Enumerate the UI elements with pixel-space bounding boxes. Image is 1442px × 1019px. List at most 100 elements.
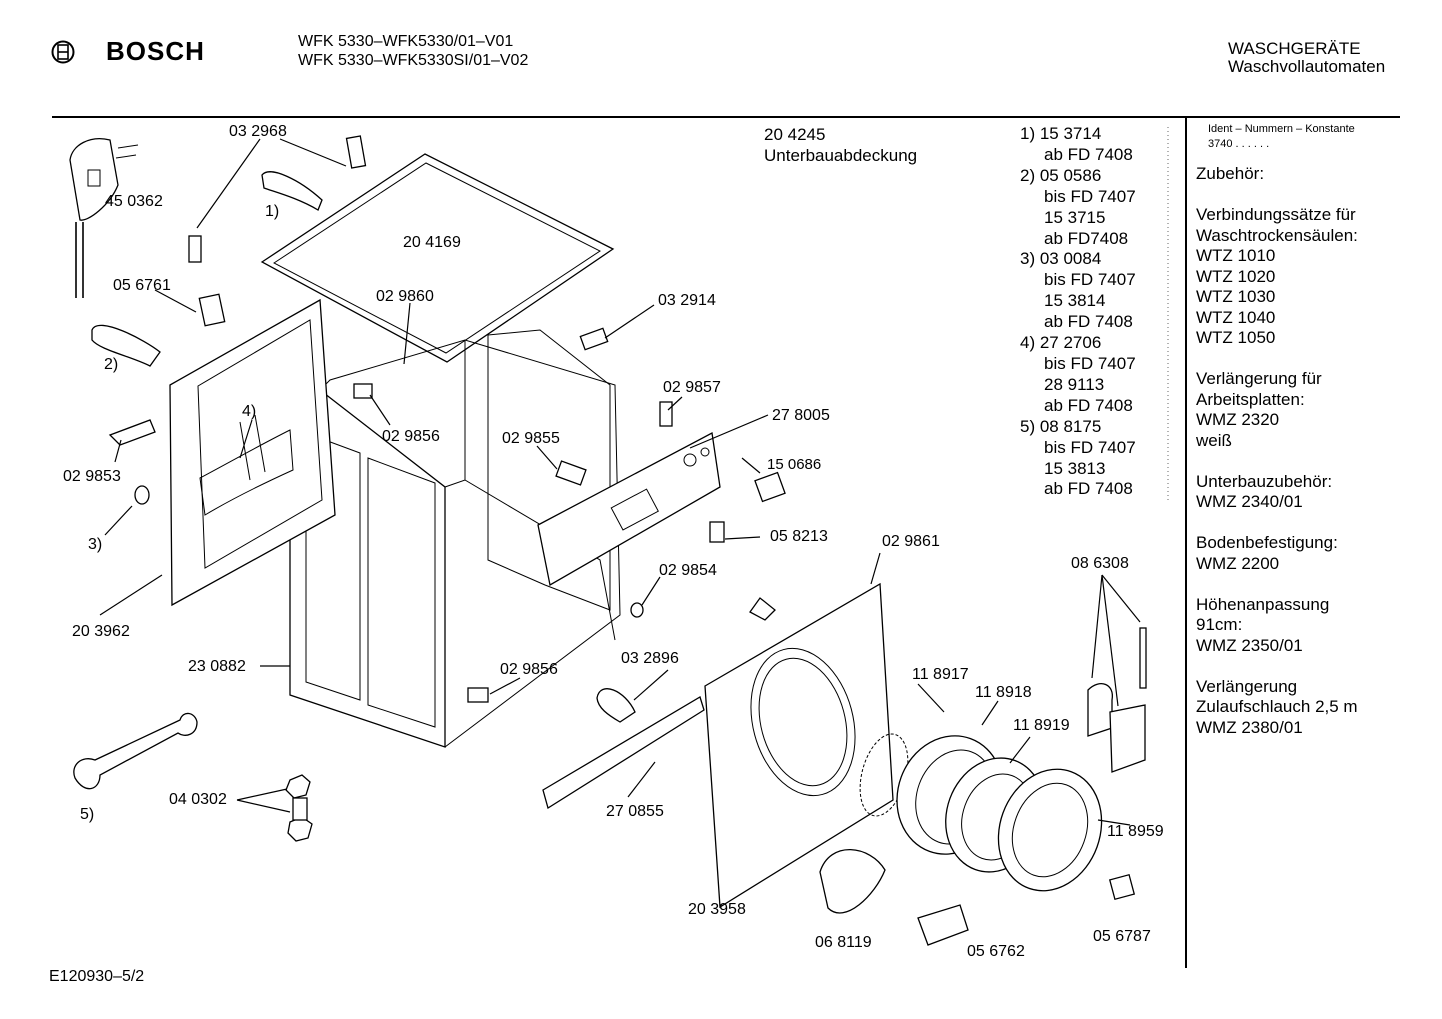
accessory-line [1196,451,1358,472]
leader-lines [99,138,1141,826]
part-label-203962: 20 3962 [72,623,130,640]
accessory-line: Unterbauzubehör: [1196,471,1333,491]
category-title: WASCHGERÄTE [1228,39,1361,58]
part-label-029861: 02 9861 [882,533,940,550]
spanner-wrench [73,712,198,790]
accessory-line [1196,656,1358,677]
accessory-line: WMZ 2340/01 [1196,492,1303,511]
part-label-056787: 05 6787 [1093,928,1151,945]
small-parts [91,135,1147,946]
category-subtitle: Waschvollautomaten [1228,57,1386,76]
accessory-line: 91cm: [1196,615,1243,634]
footnote-ref-3: 3) [88,536,103,553]
accessory-line: weiß [1196,430,1232,450]
part-label-029857: 02 9857 [663,379,721,396]
part-label-032914: 03 2914 [658,292,716,309]
model-line-1: WFK 5330–WFK5330/01–V01 [298,33,514,50]
accessory-line [1196,513,1358,534]
part-label-118919: 11 8919 [1013,717,1070,734]
accessories-list: Zubehör: Verbindungssätze für Waschtrock… [1196,164,1358,738]
footnote-line: 5) 08 8175 [1020,416,1102,436]
part-label-270855: 27 0855 [606,803,664,820]
accessory-line: Verlängerung für [1196,369,1322,388]
accessory-line: WMZ 2320 [1196,410,1280,429]
part-label-118959: 11 8959 [1107,823,1164,840]
part-label-058213: 05 8213 [770,528,828,545]
accessory-line [1196,185,1358,206]
top-part-number: 20 4245 [764,125,826,144]
footnote-line: 2) 05 0586 [1020,165,1102,185]
accessory-line [1196,574,1358,595]
part-label-118917: 11 8917 [912,666,969,683]
footnote-line: 15 3813 [1044,458,1106,478]
part-label-150686: 15 0686 [767,456,822,473]
part-label-204169: 20 4169 [403,234,461,251]
front-panel-203958 [704,582,894,909]
accessory-line: WMZ 2380/01 [1196,717,1303,737]
plinth-strip-270855 [542,696,705,810]
footnote-ref-2: 2) [104,356,119,373]
footnote-line: 28 9113 [1044,374,1105,394]
part-label-278005: 27 8005 [772,407,830,424]
control-panel-rail-278005 [537,431,721,587]
accessory-line: Verlängerung [1196,676,1298,696]
part-label-032968: 03 2968 [229,123,287,140]
top-cover-204169 [260,153,615,363]
part-label-029856-upper: 02 9856 [382,428,440,445]
footnote-line: 15 3814 [1044,291,1106,311]
part-label-029854: 02 9854 [659,562,717,579]
part-label-040302: 04 0302 [169,791,227,808]
footnote-line: ab FD 7408 [1044,479,1133,499]
footnote-ref-1: 1) [265,203,280,220]
part-label-029853: 02 9853 [63,468,121,485]
part-label-029860: 02 9860 [376,288,434,305]
part-label-029856-lower: 02 9856 [500,661,558,678]
part-label-032896: 03 2896 [621,650,679,667]
accessory-line: WMZ 2200 [1196,553,1280,573]
part-label-203958: 20 3958 [688,901,746,918]
accessory-line [1196,349,1358,370]
part-label-068119: 06 8119 [815,934,872,951]
footnote-line: ab FD 7408 [1044,144,1133,164]
footnote-line: bis FD 7407 [1044,437,1136,457]
accessory-line: Verbindungssätze für [1196,205,1356,224]
power-plug-450362 [69,138,139,298]
accessory-line: Bodenbefestigung: [1196,533,1338,552]
accessory-line: WTZ 1010 [1196,246,1276,265]
footnote-line: 4) 27 2706 [1020,333,1102,353]
footnote-line: 1) 15 3714 [1020,124,1102,143]
part-label-230882: 23 0882 [188,658,246,675]
footnote-ref-4: 4) [242,403,257,420]
accessory-line: Waschtrockensäulen: [1196,225,1358,245]
part-label-056761: 05 6761 [113,277,171,294]
part-label-029855: 02 9855 [502,430,560,447]
accessory-line: Arbeitsplatten: [1196,389,1305,409]
top-part-name: Unterbauabdeckung [764,146,918,165]
ident-value: 3740 . . . . . . [1208,138,1270,150]
accessory-line: Höhenanpassung [1196,594,1330,614]
footnote-line: ab FD 7408 [1044,395,1133,415]
drawing-code: E120930–5/2 [49,968,145,985]
model-line-2: WFK 5330–WFK5330SI/01–V02 [298,52,529,69]
footnote-legend: 1) 15 3714 ab FD 7408 2) 05 0586 bis FD … [1020,124,1136,500]
footnote-line: ab FD 7408 [1044,312,1133,332]
accessory-line: WTZ 1020 [1196,266,1276,286]
accessory-line: Zubehör: [1196,164,1265,183]
part-label-118918: 11 8918 [975,684,1032,701]
footnote-ref-5: 5) [80,806,95,823]
bosch-logo-mark [51,40,75,64]
footnote-line: 15 3715 [1044,207,1106,227]
accessory-line: Zulaufschlauch 2,5 m [1196,697,1358,716]
footnote-line: 3) 03 0084 [1020,249,1102,269]
door-rings [859,733,1103,892]
part-label-450362: 45 0362 [105,193,163,210]
footnote-line: ab FD7408 [1044,228,1129,248]
accessory-line: WMZ 2350/01 [1196,635,1303,655]
footnote-line: bis FD 7407 [1044,186,1136,206]
ident-title: Ident – Nummern – Konstante [1208,123,1355,135]
accessory-line: WTZ 1040 [1196,307,1276,327]
brand-name: BOSCH [106,36,205,66]
accessory-line: WTZ 1050 [1196,328,1276,347]
accessory-line: WTZ 1030 [1196,287,1276,306]
